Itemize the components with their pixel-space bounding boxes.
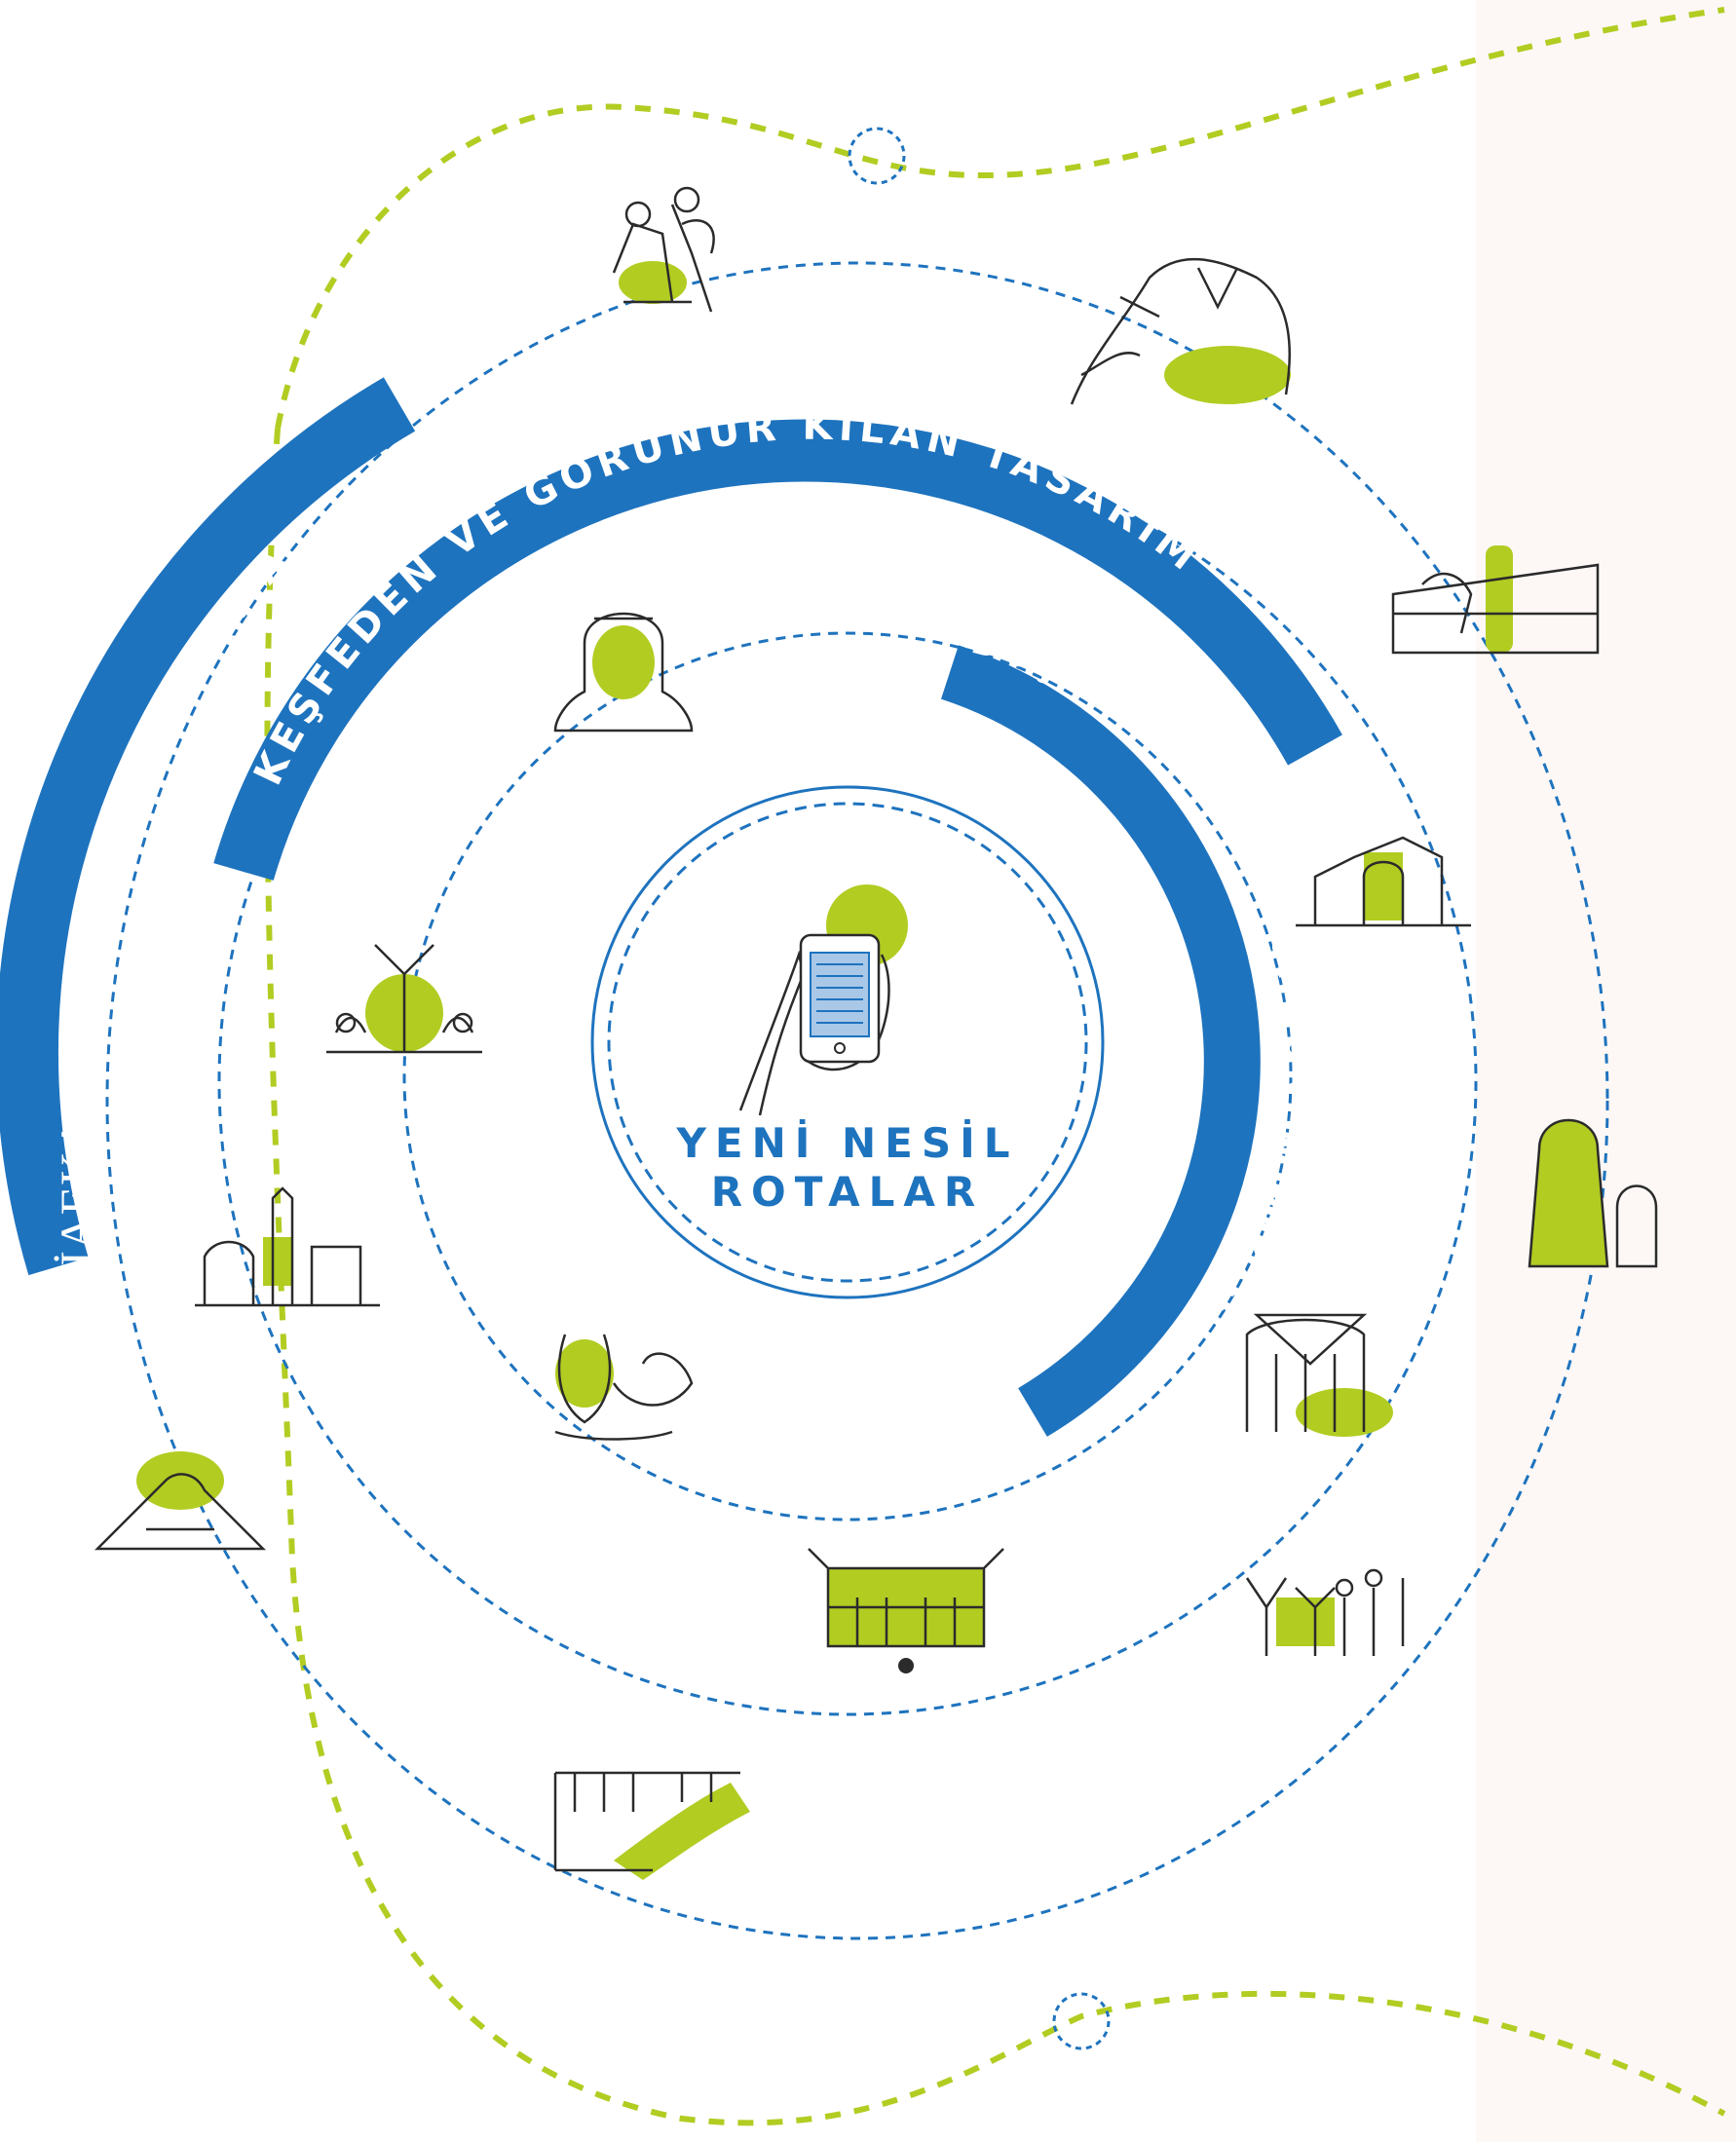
- center-title-line1: YENİ NESİL: [676, 1118, 1019, 1167]
- arched-hall-icon: [1245, 1313, 1393, 1437]
- stone-bust-icon: [553, 612, 694, 733]
- ring-inner: [402, 631, 1293, 1522]
- ring-core-outer: [590, 785, 1105, 1299]
- mosque-icon: [195, 1186, 380, 1307]
- musicians-icon: [612, 186, 715, 313]
- band-middle: [213, 419, 1342, 881]
- ring-core-inner: [607, 802, 1088, 1283]
- band-inner: [940, 645, 1261, 1437]
- smartphone-in-hand-icon: [738, 884, 908, 1116]
- statue-wall-icon: [1391, 545, 1600, 655]
- side-band-label: İAEKAN VE: [52, 1004, 103, 1266]
- cave-landscape-icon: [1070, 257, 1291, 405]
- green-route-left: [264, 428, 1726, 2126]
- crowd-tree-icon: [326, 944, 482, 1054]
- ruins-arch-icon: [1296, 836, 1471, 927]
- green-route-top: [275, 7, 1725, 430]
- band-outer: [0, 377, 416, 1276]
- vessels-icon: [554, 1334, 694, 1441]
- route-node-top: [848, 127, 906, 185]
- center-title-line2: ROTALAR: [711, 1168, 985, 1216]
- mountain-icon: [94, 1451, 267, 1551]
- palace-icon: [808, 1548, 1004, 1673]
- route-node-bottom: [1052, 1992, 1111, 2050]
- background-tint: [1476, 0, 1736, 2142]
- town-river-icon: [553, 1771, 750, 1880]
- ring-outer: [105, 261, 1609, 1940]
- dancers-icon: [1245, 1568, 1405, 1656]
- colossal-heads-icon: [1528, 1118, 1658, 1268]
